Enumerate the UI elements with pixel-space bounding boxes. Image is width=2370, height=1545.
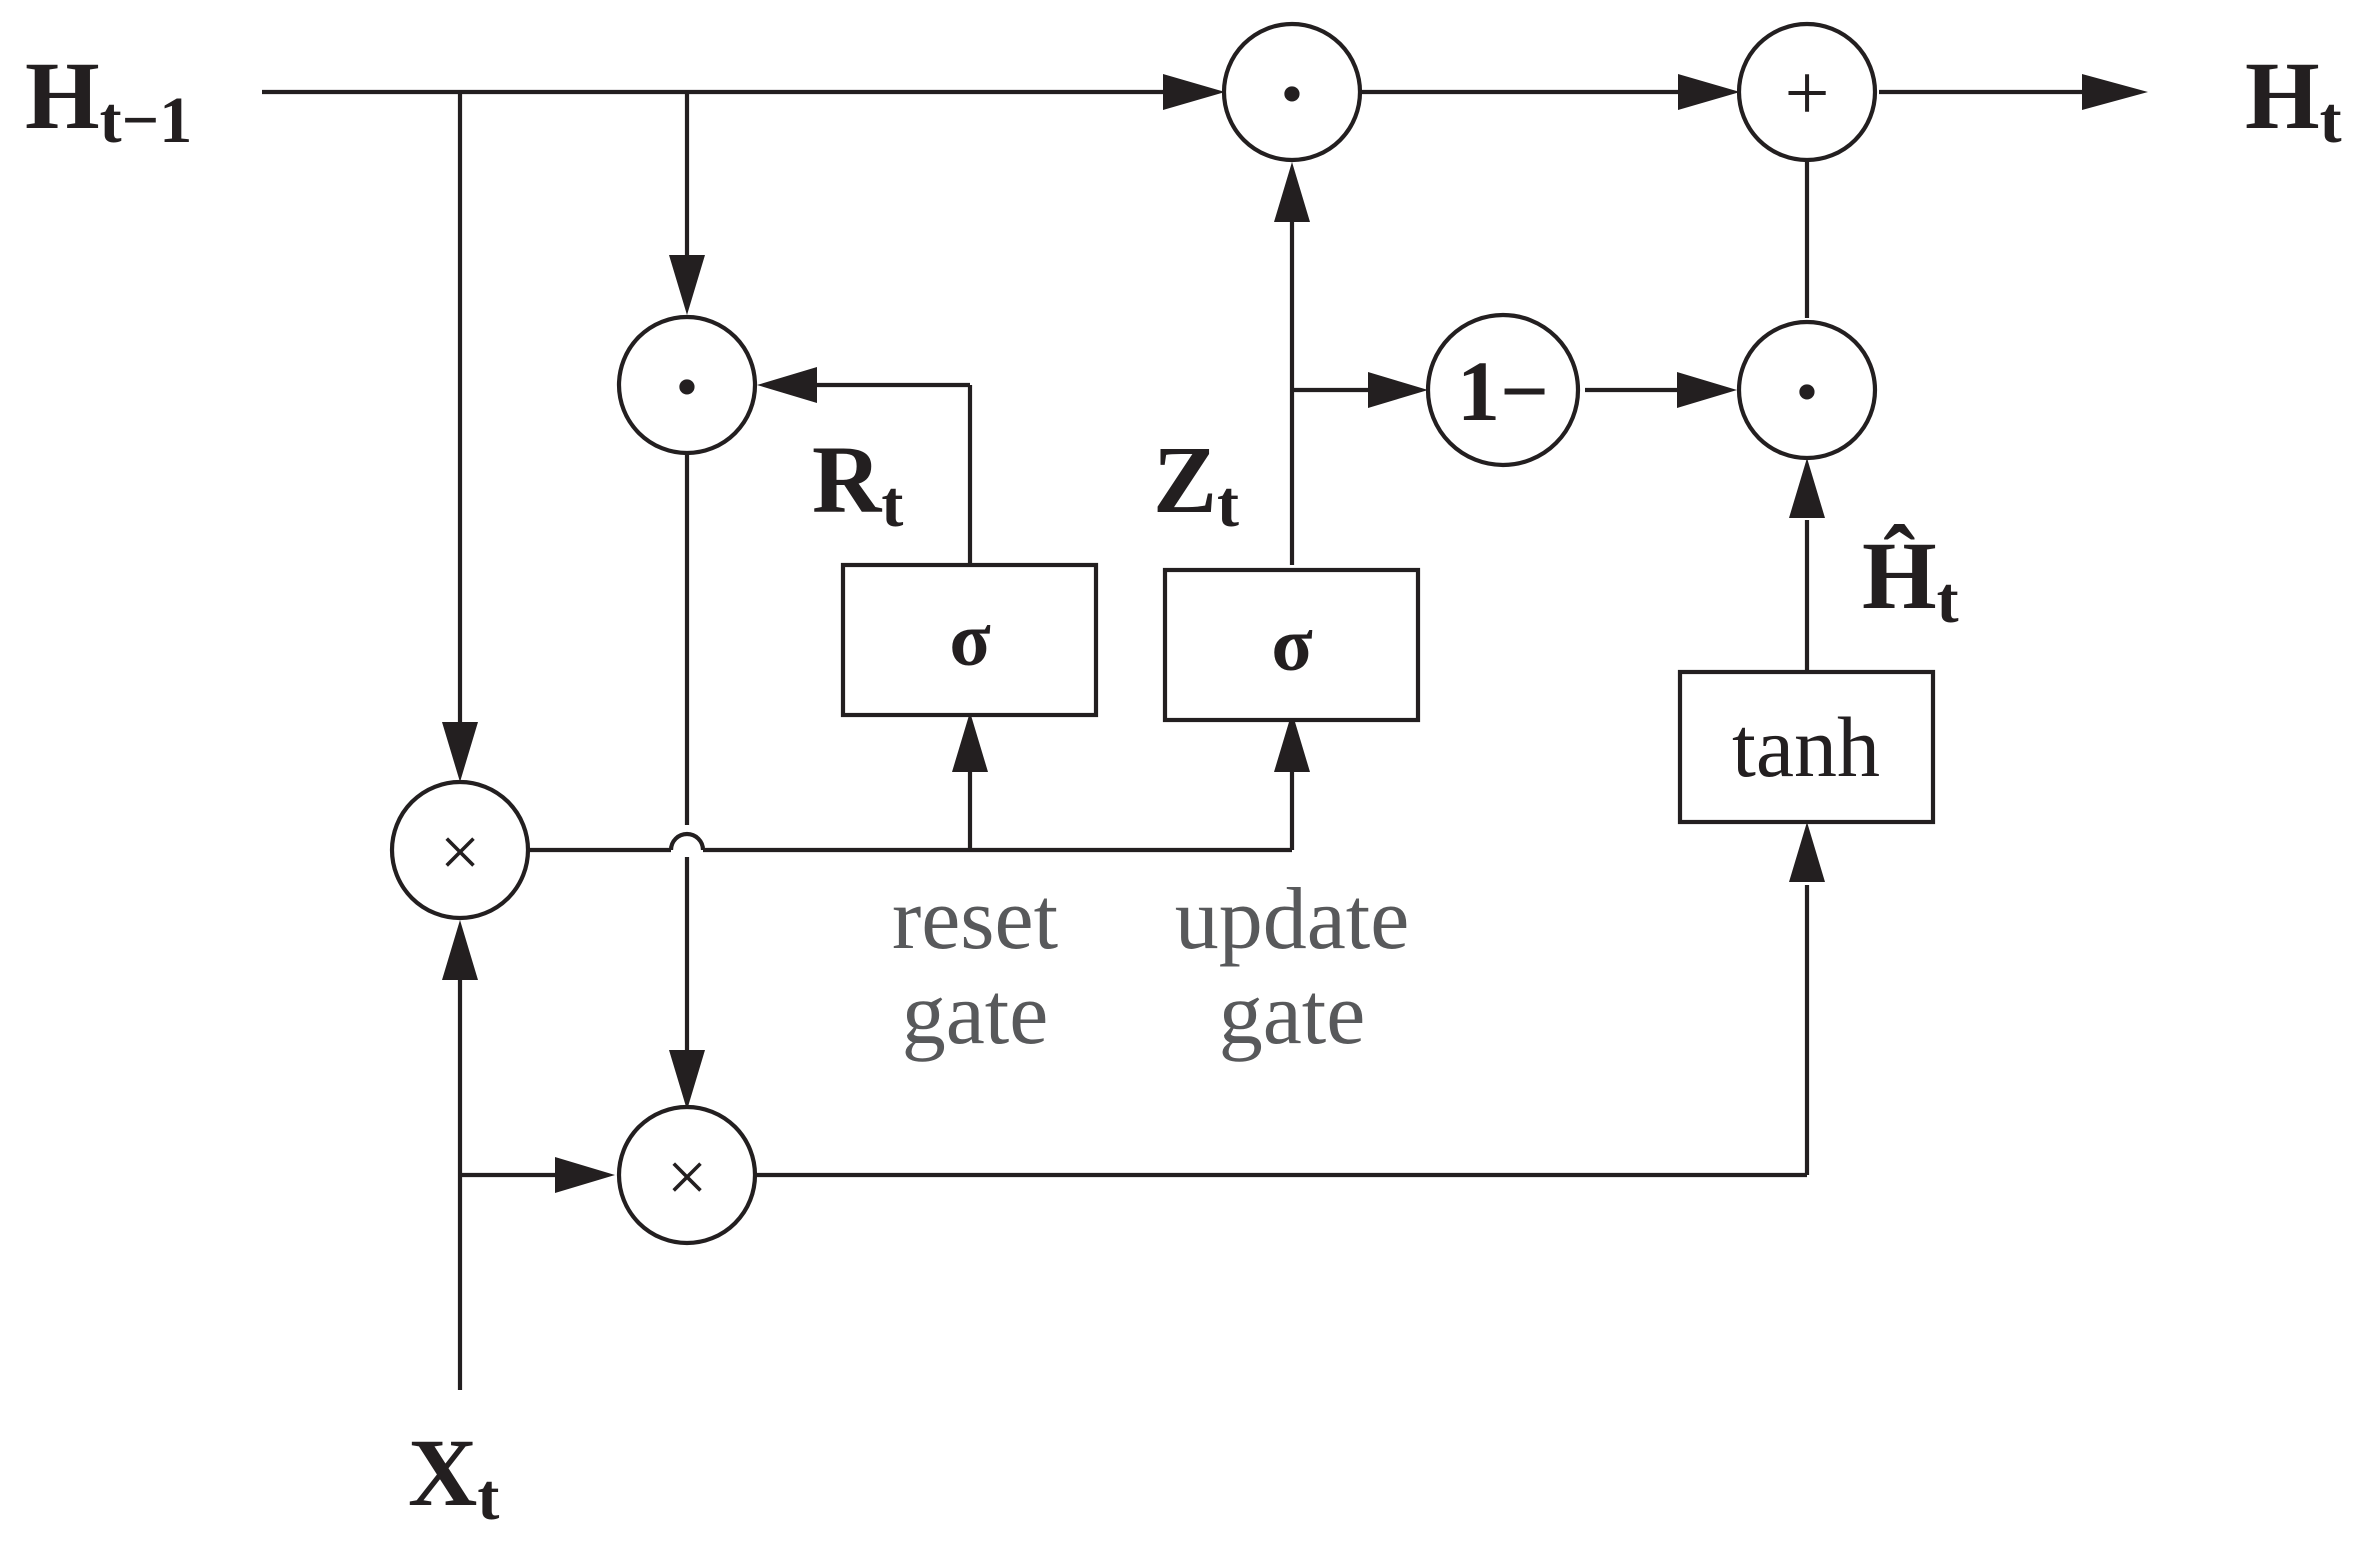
label-h-out: Ht (2245, 42, 2342, 157)
node-top-hadamard: • (1221, 21, 1363, 163)
arrow-xt-into-mult-left (442, 920, 478, 980)
node-plus: + (1736, 21, 1878, 163)
arrow-output (2082, 74, 2148, 110)
label-r-main: R (812, 426, 883, 533)
hadamard-symbol: • (1796, 356, 1818, 427)
sigma-label: σ (949, 598, 990, 682)
update-sigma-box: σ (1162, 567, 1421, 723)
arrow-reset-into-hadamard (757, 367, 817, 403)
label-h-out-main: H (2245, 42, 2320, 149)
arrow-xt-into-bottom-mult (555, 1157, 615, 1193)
hadamard-symbol: • (676, 351, 698, 422)
wire-hop-arc (668, 831, 706, 851)
tanh-box: tanh (1677, 669, 1936, 825)
label-h-prev: Ht−1 (25, 42, 192, 157)
arrow-into-reset-sigma (952, 712, 988, 772)
arrow-into-tanh (1789, 822, 1825, 882)
plus-symbol: + (1784, 50, 1829, 138)
times-symbol: × (667, 1137, 708, 1217)
label-h-prev-main: H (25, 42, 100, 149)
times-symbol: × (440, 812, 481, 892)
arrow-into-reset-hadamard (669, 255, 705, 315)
label-z-main: Z (1153, 426, 1217, 533)
label-h-prev-sub: t−1 (100, 84, 193, 157)
arrow-into-right-hadamard (1677, 372, 1737, 408)
label-h-candidate-main: Ĥ (1862, 522, 1937, 629)
arrowheads (442, 74, 2148, 1193)
node-mult-left: × (389, 779, 531, 921)
label-x-in-main: X (408, 1419, 477, 1526)
tanh-label: tanh (1732, 699, 1880, 795)
label-x-in: Xt (408, 1419, 499, 1534)
label-x-in-sub: t (477, 1461, 499, 1534)
label-z: Zt (1153, 426, 1239, 541)
reset-gate-line2: gate (902, 966, 1049, 1063)
label-h-candidate: Ĥt (1862, 522, 1959, 637)
wires (262, 89, 2095, 1390)
one-minus-symbol: 1− (1457, 343, 1549, 439)
reset-gate-line1: reset (892, 871, 1058, 968)
arrow-into-mult-left (442, 722, 478, 782)
update-gate-line2: gate (1219, 966, 1366, 1063)
label-r-sub: t (881, 468, 903, 541)
arrow-into-top-hadamard (1163, 74, 1225, 110)
sigma-label: σ (1271, 603, 1312, 687)
node-mult-bottom: × (616, 1104, 758, 1246)
hadamard-symbol: • (1281, 58, 1303, 129)
arrow-into-one-minus (1368, 372, 1428, 408)
arrow-tanh-into-hadamard (1789, 458, 1825, 518)
update-gate-line1: update (1175, 871, 1410, 968)
label-z-sub: t (1217, 468, 1239, 541)
node-reset-hadamard: • (616, 314, 758, 456)
label-h-out-sub: t (2320, 84, 2342, 157)
reset-sigma-box: σ (840, 562, 1099, 718)
node-one-minus: 1− (1425, 312, 1581, 468)
arrow-update-into-top-hadamard (1274, 162, 1310, 222)
arrow-into-plus (1678, 74, 1740, 110)
label-h-candidate-sub: t (1937, 564, 1959, 637)
node-right-hadamard: • (1736, 319, 1878, 461)
arrow-into-bottom-mult (669, 1050, 705, 1110)
arrow-into-update-sigma (1274, 712, 1310, 772)
label-r: Rt (812, 426, 903, 541)
